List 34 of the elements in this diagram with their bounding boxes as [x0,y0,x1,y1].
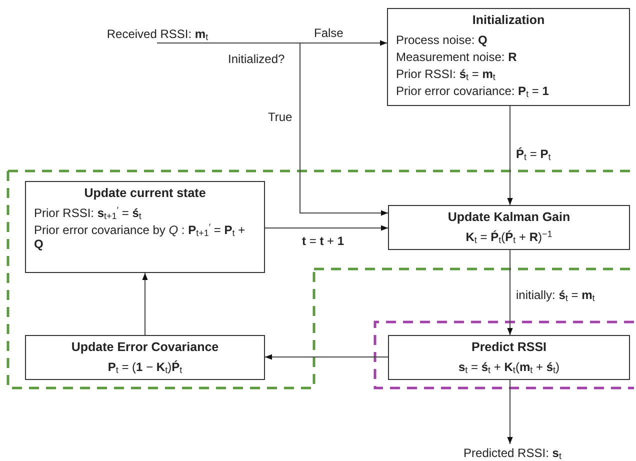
box-text: Prior RSSI: ś$_{t}$ = m$_{t}$ [396,67,496,81]
edge-label: t = t + 1 [300,234,346,248]
box-text: Prior RSSI: s$_{t+1}$$^{′}$ = ś$_{t}$ [34,206,142,220]
decision-label: Initialized? [228,52,285,66]
io-label: Predicted RSSI: s$_{t}$ [464,446,562,460]
box-title: Update Kalman Gain [446,210,572,225]
box-title: Update Error Covariance [70,340,220,355]
arrow [507,106,513,206]
edge-label: initially: ś$_{t}$ = m$_{t}$ [514,288,597,302]
process-box [25,335,265,380]
process-box [387,8,630,106]
box-text: P$_{t}$ = (1 − K$_{t}$)Ṕ$_{t}$ [106,360,184,374]
arrow [507,380,513,444]
edge-label: True [266,110,294,124]
io-label: Received RSSI: m$_{t}$ [106,27,208,41]
box-text: K$_{t}$ = Ṕ$_{t}$(Ṕ$_{t}$ + R)$^{−1}$ [464,230,554,244]
box-title: Initialization [471,13,546,28]
box-title: Predict RSSI [470,340,548,355]
edge-label: Ṕ$_{t}$ = P$_{t}$ [514,147,553,161]
box-text: s$_{t}$ = ś$_{t}$ + K$_{t}$(m$_{t}$ + ś$_{t}$) [457,360,561,374]
process-box [388,205,630,250]
edge-label: False [312,26,346,40]
arrow [507,250,513,336]
box-text: Measurement noise: R [396,50,518,64]
arrow [156,42,388,216]
box-text: Process noise: Q [396,33,488,47]
arrow [142,272,148,336]
box-text: Prior error covariance by Q : P$_{t+1}$$^{′}$ = P$_{t}$ + Q [34,223,246,251]
process-box [25,181,265,273]
arrow [264,354,388,360]
arrow [264,225,388,231]
process-box [388,335,630,380]
box-text: Prior error covariance: P$_{t}$ = 1 [396,84,550,98]
box-title: Update current state [83,186,207,201]
